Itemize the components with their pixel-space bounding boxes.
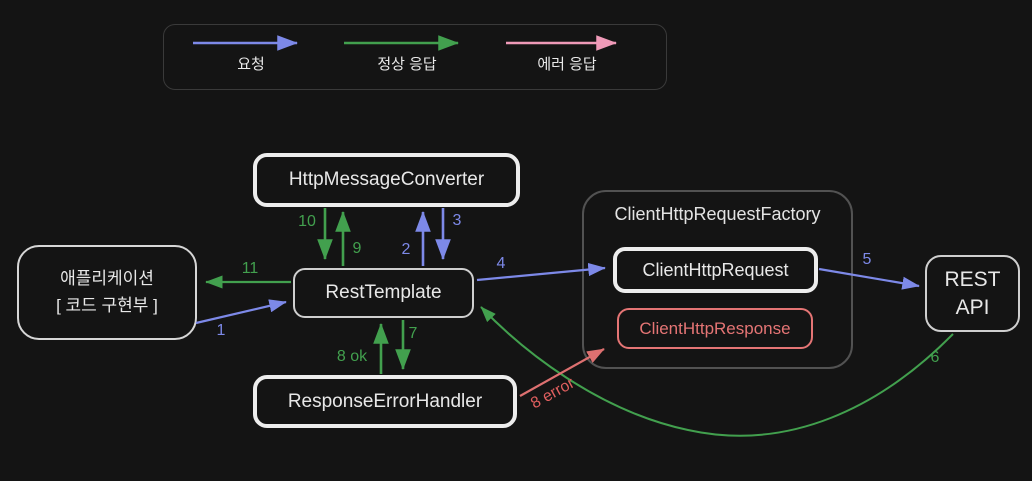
edge-label-11: 11: [241, 260, 259, 277]
legend: 요청 정상 응답 에러 응답: [163, 24, 667, 90]
legend-item-success-response: 정상 응답: [342, 34, 472, 74]
node-label: ClientHttpResponse: [639, 318, 791, 338]
legend-item-label: 정상 응답: [377, 56, 437, 73]
legend-item-request: 요청: [186, 34, 316, 74]
edge-label-10: 10: [298, 213, 316, 230]
node-client-http-request: ClientHttpRequest: [613, 247, 818, 293]
edge-label-6: 6: [930, 349, 940, 366]
node-application: 애플리케이션 [ 코드 구현부 ]: [17, 245, 197, 340]
edge-label-5: 5: [862, 251, 872, 268]
arrow-step1-request: [195, 299, 287, 325]
legend-item-label: 에러 응답: [537, 56, 597, 73]
edge-label-8-ok: 8 ok: [336, 348, 368, 365]
node-label-line1: 애플리케이션: [60, 269, 154, 289]
edge-label-7: 7: [408, 325, 418, 342]
node-label: ClientHttpRequest: [642, 259, 789, 280]
node-label: ResponseErrorHandler: [287, 390, 483, 412]
node-label-line1: REST: [944, 268, 1001, 292]
request-arrow-icon: [193, 35, 299, 51]
legend-item-label: 요청: [237, 56, 265, 73]
node-label-line2: [ 코드 구현부 ]: [56, 295, 158, 315]
node-label: RestTemplate: [325, 282, 442, 303]
edge-label-2: 2: [401, 241, 411, 258]
node-label-line2: API: [955, 295, 990, 319]
edge-label-1: 1: [216, 322, 226, 339]
error-arrow-icon: [506, 35, 618, 51]
success-arrow-icon: [344, 35, 460, 51]
node-client-http-response: ClientHttpResponse: [617, 308, 813, 349]
node-response-error-handler: ResponseErrorHandler: [253, 375, 517, 428]
edge-label-4: 4: [496, 255, 506, 272]
edge-label-3: 3: [452, 212, 462, 229]
edge-label-8-error: 8 error: [528, 374, 578, 413]
node-label: HttpMessageConverter: [288, 169, 485, 190]
edge-label-9: 9: [352, 240, 362, 257]
node-http-message-converter: HttpMessageConverter: [253, 153, 520, 207]
factory-title: ClientHttpRequestFactory: [614, 204, 821, 224]
node-rest-api: REST API: [925, 255, 1020, 332]
legend-item-error-response: 에러 응답: [502, 34, 632, 74]
node-rest-template: RestTemplate: [293, 268, 474, 318]
